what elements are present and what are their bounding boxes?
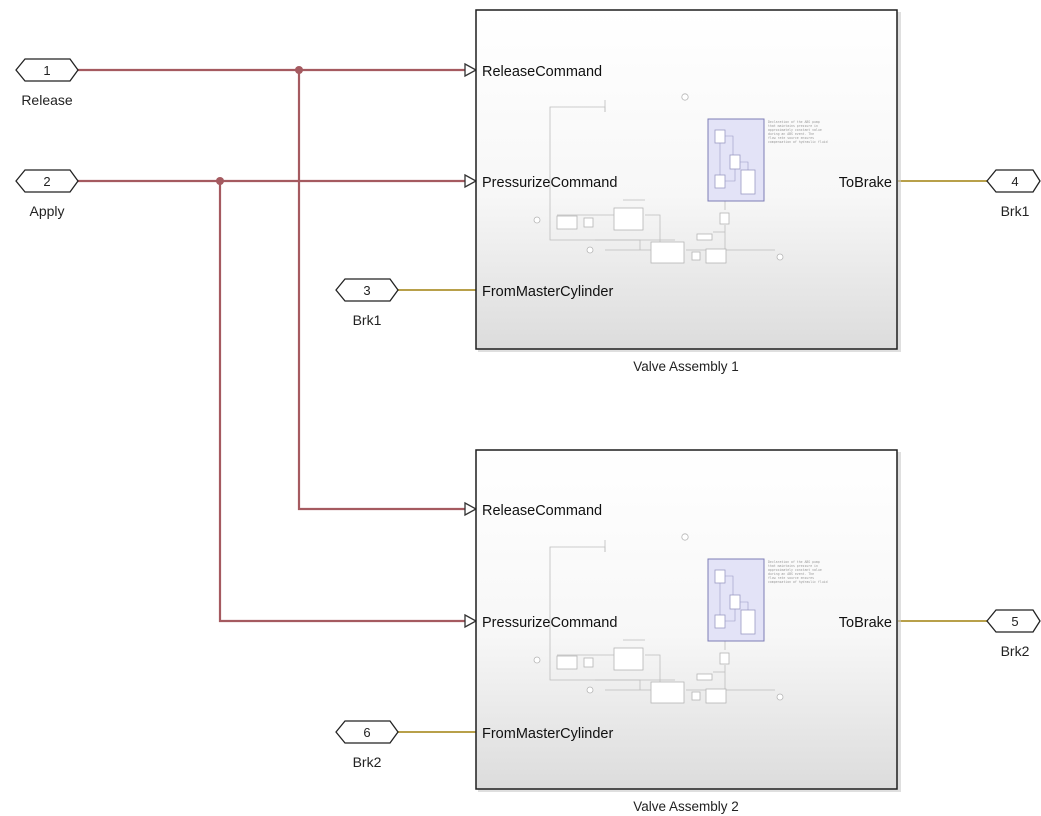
valve-assembly-2[interactable]: ReleaseCommand PressurizeCommand FromMas… xyxy=(475,449,901,792)
signal-lines-red xyxy=(78,68,465,623)
port-4-label: Brk1 xyxy=(1001,203,1030,219)
connection-port-6[interactable]: 6 Brk2 xyxy=(335,720,399,770)
input-label-release-command: ReleaseCommand xyxy=(482,64,602,80)
output-label-to-brake: ToBrake xyxy=(839,615,892,631)
input-label-pressurize-command: PressurizeCommand xyxy=(482,615,617,631)
inport-1[interactable]: 1 Release xyxy=(15,58,79,108)
valve-assembly-1[interactable]: ReleaseCommand PressurizeCommand FromMas… xyxy=(475,9,901,352)
inport-1-number: 1 xyxy=(43,63,50,78)
signal-lines-gold xyxy=(398,180,987,733)
port-5-label: Brk2 xyxy=(1001,643,1030,659)
output-label-to-brake: ToBrake xyxy=(839,175,892,191)
port-3-label: Brk1 xyxy=(353,312,382,328)
connection-port-4[interactable]: 4 Brk1 xyxy=(986,169,1041,219)
inport-2-label: Apply xyxy=(29,203,64,219)
input-label-pressurize-command: PressurizeCommand xyxy=(482,175,617,191)
connection-port-3[interactable]: 3 Brk1 xyxy=(335,278,399,328)
port-arrow-icon xyxy=(464,613,478,629)
block-name-valve-assembly-2: Valve Assembly 2 xyxy=(633,799,739,814)
inport-2[interactable]: 2 Apply xyxy=(15,169,79,219)
port-arrow-icon xyxy=(464,501,478,517)
inport-1-label: Release xyxy=(21,92,73,108)
port-arrow-icon xyxy=(464,173,478,189)
port-5-number: 5 xyxy=(1011,614,1018,629)
input-label-from-master-cylinder: FromMasterCylinder xyxy=(482,726,613,742)
input-label-from-master-cylinder: FromMasterCylinder xyxy=(482,284,613,300)
port-4-number: 4 xyxy=(1011,174,1018,189)
port-3-number: 3 xyxy=(363,283,370,298)
input-label-release-command: ReleaseCommand xyxy=(482,503,602,519)
inport-2-number: 2 xyxy=(43,174,50,189)
branch-point xyxy=(216,177,224,185)
block-name-valve-assembly-1: Valve Assembly 1 xyxy=(633,359,739,374)
port-arrow-icon xyxy=(464,62,478,78)
port-6-label: Brk2 xyxy=(353,754,382,770)
branch-point xyxy=(295,66,303,74)
port-6-number: 6 xyxy=(363,725,370,740)
connection-port-5[interactable]: 5 Brk2 xyxy=(986,609,1041,659)
